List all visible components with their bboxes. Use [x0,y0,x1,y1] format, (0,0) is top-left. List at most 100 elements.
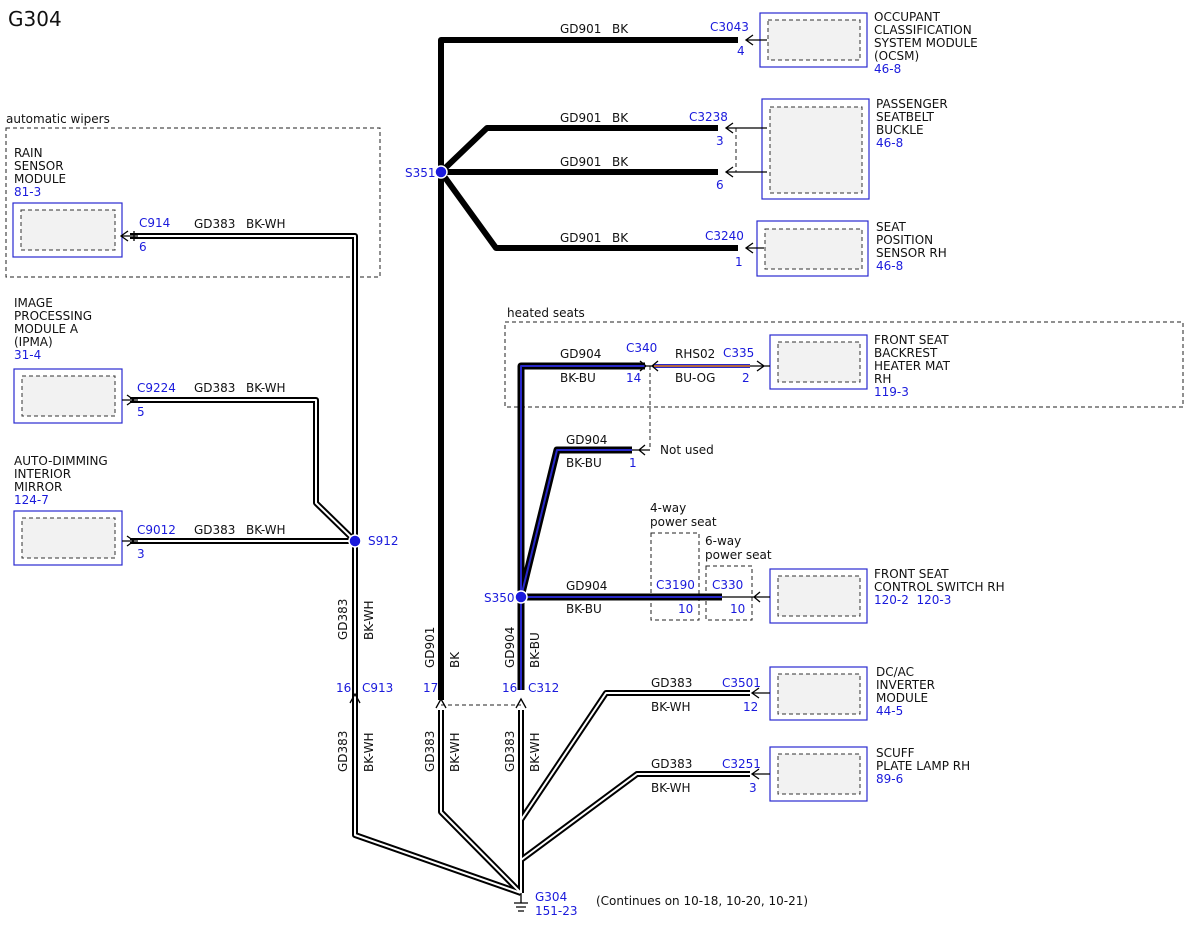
connector-c330-name: C330 [712,578,743,592]
ground-ref: 151-23 [535,904,578,918]
wire-label-gd383-ipma: GD383 [194,381,235,395]
seatbelt-name-3: BUCKLE [876,123,924,137]
terminal-c3501 [750,687,770,699]
terminal-c3238-3 [724,122,767,134]
connector-c3190-pin: 10 [678,602,693,616]
terminal-c9012 [122,535,138,547]
terminal-c340-14 [639,360,659,372]
connector-c914-name: C914 [139,216,170,230]
inverter-name-2: INVERTER [876,678,935,692]
gd901-wires [438,37,738,700]
wire-color-bkbu-2: BK-BU [566,456,602,470]
splice-s351-icon [434,165,448,179]
ocsm-name-3: SYSTEM MODULE [874,36,978,50]
splice-s350-label: S350 [484,591,515,605]
wire-label-gd904-vert: GD904 [503,627,517,668]
wire-label-gd383-s912: GD383 [336,599,350,640]
six-way-label-2: power seat [705,548,772,562]
seatbelt-ref: 46-8 [876,136,903,150]
wire-label-gd904-2: GD904 [566,433,607,447]
wire-label-gd904-3: GD904 [566,579,607,593]
wire-label-gd901-2: GD901 [560,111,601,125]
scuff-lamp-component [769,746,868,802]
wire-label-gd383-inverter: GD383 [651,676,692,690]
rain-sensor-name-2: SENSOR [14,159,64,173]
wire-color-bkwh-inverter: BK-WH [651,700,691,714]
wire-label-gd901-4: GD901 [560,231,601,245]
terminal-c312-17 [435,697,447,709]
page-title: G304 [8,7,62,31]
seat-position-name-3: SENSOR RH [876,246,947,260]
connector-c340-name: C340 [626,341,657,355]
ipma-name-4: (IPMA) [14,335,53,349]
connector-c312-pin16: 16 [502,681,517,695]
splice-s350-icon [514,590,528,604]
wire-label-rhs02: RHS02 [675,347,715,361]
gd904-wires [517,362,722,690]
rain-sensor-component [12,202,123,258]
wire-color-bkwh-c312-16: BK-WH [528,732,542,772]
automatic-wipers-label: automatic wipers [6,112,110,126]
terminal-c335 [750,360,770,372]
connector-c330-pin: 10 [730,602,745,616]
six-way-label-1: 6-way [705,534,741,548]
mirror-component [13,510,123,566]
terminal-c913 [349,692,361,704]
mirror-name-2: INTERIOR [14,467,71,481]
connector-c913-pin: 16 [336,681,351,695]
ipma-name-1: IMAGE [14,296,53,310]
terminal-c3251 [750,768,770,780]
ocsm-name-1: OCCUPANT [874,10,941,24]
connector-c9224-name: C9224 [137,381,176,395]
inverter-ref: 44-5 [876,704,903,718]
connector-c9012-pin: 3 [137,547,145,561]
continues-note: (Continues on 10-18, 10-20, 10-21) [596,894,808,908]
connector-c312-name: C312 [528,681,559,695]
wire-color-bk-3: BK [612,155,629,169]
connector-c9224-pin: 5 [137,405,145,419]
wire-color-bk-vert: BK [448,651,462,668]
mirror-ref: 124-7 [14,493,49,507]
connector-c3190-name: C3190 [656,578,695,592]
heater-mat-name-1: FRONT SEAT [874,333,949,347]
wire-label-gd383-mirror: GD383 [194,523,235,537]
connector-c312-pin17: 17 [423,681,438,695]
ipma-name-2: PROCESSING [14,309,92,323]
scuff-lamp-name-2: PLATE LAMP RH [876,759,970,773]
terminal-c3240 [744,242,764,254]
wire-color-bkbu-vert: BK-BU [528,632,542,668]
wire-color-bkbu-1: BK-BU [560,371,596,385]
connector-c335-pin: 2 [742,371,750,385]
seatbelt-component [761,98,870,200]
ipma-name-3: MODULE A [14,322,79,336]
four-way-label-1: 4-way [650,501,686,515]
connector-c335-name: C335 [723,346,754,360]
terminal-c914 [119,230,138,242]
mirror-name-1: AUTO-DIMMING [14,454,108,468]
terminal-c340-1 [632,444,650,456]
ground-name: G304 [535,890,567,904]
ipma-ref: 31-4 [14,348,41,362]
inverter-component [769,666,868,721]
control-switch-ref: 120-2 120-3 [874,593,951,607]
wire-color-bkwh-s912: BK-WH [362,600,376,640]
connector-c3043-name: C3043 [710,20,749,34]
ocsm-component [759,12,868,68]
connector-c3238-pin3: 3 [716,134,724,148]
splice-s912-label: S912 [368,534,399,548]
scuff-lamp-name-1: SCUFF [876,746,915,760]
wire-label-gd901-1: GD901 [560,22,601,36]
connector-c3501-pin: 12 [743,700,758,714]
wire-label-gd904-1: GD904 [560,347,601,361]
heated-seats-label: heated seats [507,306,585,320]
four-way-group [650,532,700,621]
connector-c3501-name: C3501 [722,676,761,690]
terminal-c9224 [122,394,138,406]
control-switch-name-1: FRONT SEAT [874,567,949,581]
wire-label-gd383-c913: GD383 [336,731,350,772]
connector-c3240-name: C3240 [705,229,744,243]
ground-icon [514,893,528,912]
wire-color-bkwh-c913: BK-WH [362,732,376,772]
seat-position-name-1: SEAT [876,220,906,234]
